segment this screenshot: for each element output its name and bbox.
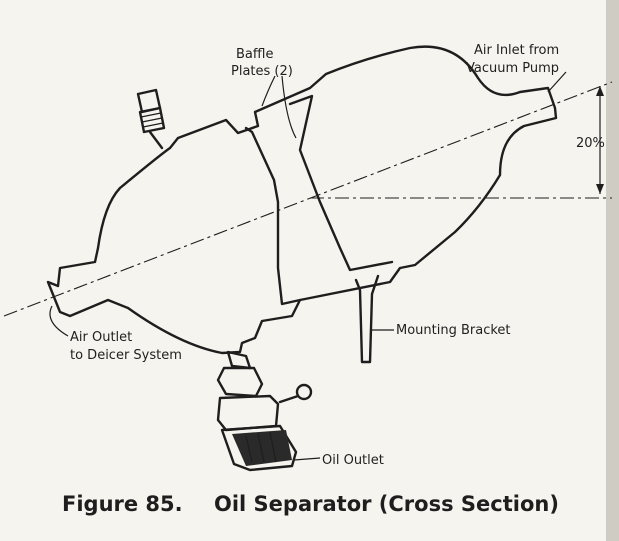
inlet-label-line2: Vacuum Pump — [466, 61, 559, 76]
baffle-plate-left — [244, 126, 302, 306]
baffle-plate-right — [288, 94, 394, 272]
leader-baffle-1 — [261, 75, 276, 107]
outlet-label-line1: Air Outlet — [70, 330, 132, 345]
baffle-label-line1: Baffle — [236, 47, 273, 62]
page-edge-shadow — [606, 0, 619, 541]
mounting-bracket — [354, 274, 380, 364]
leader-oil-outlet — [293, 457, 321, 461]
outlet-label-line2: to Deicer System — [70, 348, 182, 363]
angle-label: 20% — [576, 136, 605, 151]
leader-outlet — [49, 305, 69, 337]
figure-title: Oil Separator (Cross Section) — [214, 492, 559, 516]
inlet-label-line1: Air Inlet from — [474, 43, 559, 58]
mounting-bracket-label: Mounting Bracket — [396, 323, 511, 338]
leader-baffle-2 — [281, 75, 297, 139]
center-axis-line — [3, 81, 613, 317]
top-fitting — [136, 88, 166, 150]
angle-dimension — [596, 86, 604, 194]
figure-number: Figure 85. — [62, 492, 183, 516]
baffle-label-line2: Plates (2) — [231, 64, 293, 79]
oil-outlet-fitting — [216, 350, 313, 472]
separator-body — [46, 45, 558, 355]
leader-inlet — [547, 71, 567, 93]
oil-outlet-label: Oil Outlet — [322, 453, 384, 468]
